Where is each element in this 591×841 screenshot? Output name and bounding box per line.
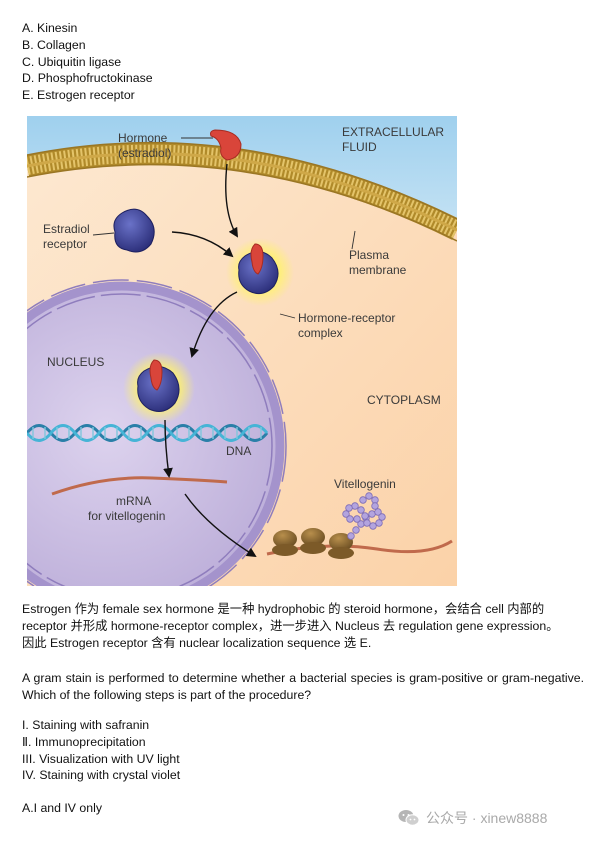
- vitellogenin-protein: [342, 492, 386, 540]
- label-extracellular-fluid: FLUID: [342, 140, 377, 154]
- cytoplasmic-mrna: [266, 539, 453, 556]
- option-d: D. Phosphofructokinase: [22, 71, 153, 86]
- label-hormone: Hormone: [118, 131, 168, 145]
- hormone-molecule: [210, 129, 242, 161]
- watermark: 公众号 · xinew8888: [398, 807, 547, 829]
- label-complex: Hormone-receptor: [298, 311, 395, 325]
- label-receptor: Estradiol: [43, 222, 90, 236]
- option-c: C. Ubiquitin ligase: [22, 54, 122, 69]
- statement-list: I. Staining with safranin Ⅱ. Immunopreci…: [22, 717, 180, 784]
- statement-i: I. Staining with safranin: [22, 718, 150, 732]
- option-e: E. Estrogen receptor: [22, 88, 135, 103]
- mrna-strand: [51, 476, 228, 496]
- label-vitellogenin: Vitellogenin: [334, 477, 396, 491]
- watermark-text: 公众号 · xinew8888: [426, 810, 548, 826]
- answer-options: A. Kinesin B. Collagen C. Ubiquitin liga…: [22, 20, 153, 104]
- statement-ii: Ⅱ. Immunoprecipitation: [22, 734, 146, 749]
- option-a: A. Kinesin: [22, 21, 78, 35]
- wechat-icon: [398, 810, 420, 826]
- label-mrna-sub: for vitellogenin: [88, 509, 165, 523]
- option-b: B. Collagen: [22, 37, 86, 52]
- nuclear-hormone-receptor-complex: [123, 352, 195, 424]
- label-extracellular: EXTRACELLULAR: [342, 125, 444, 139]
- label-plasma-membrane: membrane: [349, 263, 407, 277]
- ribosomes: [272, 528, 354, 559]
- statement-iii: III. Visualization with UV light: [22, 751, 180, 766]
- label-receptor-sub: receptor: [43, 237, 87, 251]
- label-mrna: mRNA: [116, 494, 151, 508]
- statement-iv: IV. Staining with crystal violet: [22, 768, 181, 783]
- pathway-arrows: [163, 163, 257, 558]
- plasma-membrane: [27, 141, 457, 242]
- explanation-line: receptor 并形成 hormone-receptor complex，进一…: [22, 618, 559, 633]
- label-dna: DNA: [226, 444, 251, 458]
- explanation-text: Estrogen 作为 female sex hormone 是一种 hydro…: [22, 601, 582, 651]
- label-complex-sub: complex: [298, 326, 343, 340]
- answer-choice: A.I and IV only: [22, 801, 102, 815]
- explanation-line: 因此 Estrogen receptor 含有 nuclear localiza…: [22, 635, 372, 650]
- label-leader-lines: [92, 137, 356, 319]
- steroid-hormone-diagram: Hormone (estradiol) EXTRACELLULAR FLUID …: [27, 116, 457, 586]
- hormone-receptor-complex: [226, 238, 294, 306]
- explanation-line: Estrogen 作为 female sex hormone 是一种 hydro…: [22, 602, 545, 616]
- label-nucleus: NUCLEUS: [47, 355, 104, 369]
- label-hormone-sub: (estradiol): [118, 146, 171, 160]
- question-text: A gram stain is performed to determine w…: [22, 671, 584, 702]
- estradiol-receptor: [113, 208, 155, 253]
- label-plasma: Plasma: [349, 248, 389, 262]
- label-cytoplasm: CYTOPLASM: [367, 393, 441, 407]
